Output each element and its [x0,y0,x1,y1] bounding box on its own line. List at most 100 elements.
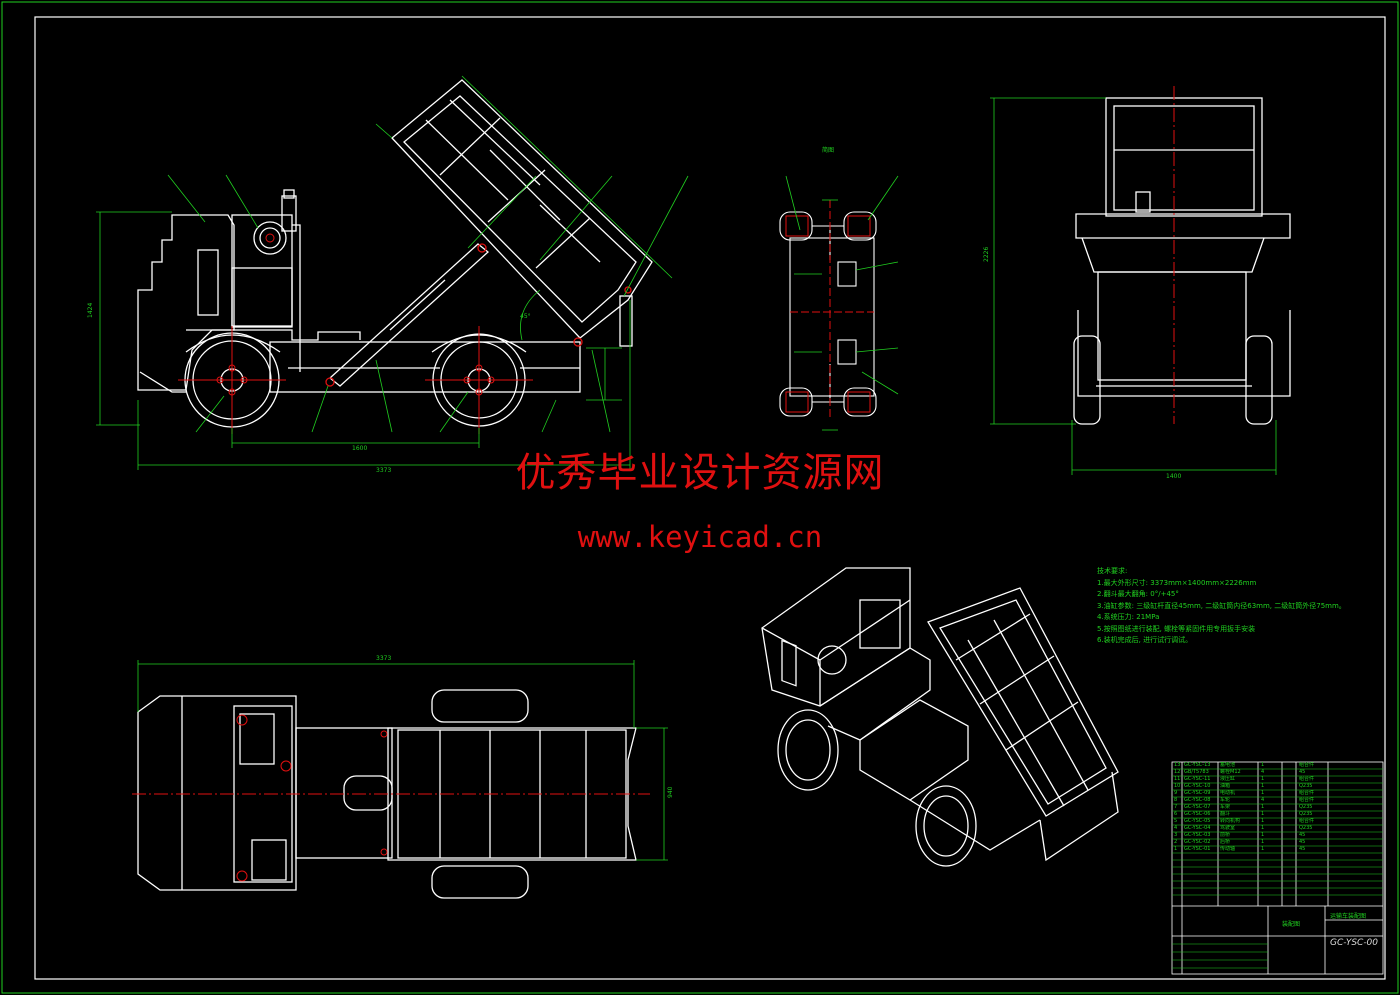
top-view-red [132,714,650,882]
dim-top-length: 3373 [376,655,391,662]
bom-cell-mat: 45 [1299,769,1306,775]
bom-cell-mat: Q235 [1299,783,1313,789]
bom-cell-qty: 4 [1261,797,1265,803]
bom-cell-code: GB/T5783 [1184,769,1209,775]
note-item: 3.油缸参数: 三级缸杆直径45mm, 二级缸筒内径63mm, 二级缸筒外径75… [1097,601,1346,610]
bom-cell-name: 电动机 [1220,790,1236,796]
dim-rear-height: 2226 [983,247,990,262]
top-view-dims [137,660,668,861]
company-name: 装配图 [1282,921,1301,928]
bom-cell-index: 9 [1174,790,1178,796]
watermark-url[interactable]: www.keyicad.cn [577,520,823,554]
bom-cell-name: 蓄电池 [1220,762,1236,768]
bom-cell-qty: 1 [1261,783,1265,789]
dim-rear-width: 1400 [1166,473,1181,480]
bom-cell-mat: 45 [1299,832,1306,838]
side-view-dimensions [96,75,689,470]
dim-overall-length: 3373 [376,467,391,474]
bom-cell-qty: 1 [1261,790,1265,796]
side-view [137,79,653,428]
bom-cell-code: GC-YSC-02 [1184,839,1211,845]
schematic-title: 简图 [822,146,834,154]
watermark-title: 优秀毕业设计资源网 [515,450,885,496]
bom-cell-mat: 组合件 [1299,818,1315,824]
rear-view-dims [990,97,1277,475]
bom-cell-mat: 45 [1299,846,1306,852]
note-item: 4.系统压力: 21MPa [1097,613,1160,621]
bom-cell-code: GC-YSC-03 [1184,832,1211,838]
side-view-dim-text: 1424 1600 3373 45° [87,303,531,474]
bom-cell-qty: 1 [1261,825,1265,831]
bom-cell-mat: 组合件 [1299,762,1315,768]
assembly-name: 运输车装配图 [1330,913,1367,920]
bom-cell-code: GC-YSC-09 [1184,790,1211,796]
bom-cell-index: 7 [1174,804,1178,810]
note-item: 2.翻斗最大翻角: 0°/+45° [1097,590,1179,598]
bom-cell-code: GC-YSC-04 [1184,825,1211,831]
bom-cell-index: 4 [1174,825,1178,831]
bom-row: GC-YSC-09 电动机 1 组合件 9 [1172,790,1383,797]
bom-cell-index: 3 [1174,832,1178,838]
bom-cell-qty: 1 [1261,832,1265,838]
bom-cell-qty: 1 [1261,846,1265,852]
bom-cell-index: 8 [1174,797,1178,803]
side-view-centers [178,233,533,434]
axle-schematic [779,211,877,417]
note-item: 1.最大外形尺寸: 3373mm×1400mm×2226mm [1097,578,1257,587]
bom-cell-mat: 45 [1299,839,1306,845]
bom-cell-index: 10 [1174,783,1181,789]
note-item: 5.按照图纸进行装配, 螺栓等紧固件用专用扳手安装 [1097,624,1256,633]
bom-cell-mat: Q235 [1299,811,1313,817]
bom-cell-code: GC-YSC-13 [1184,762,1211,768]
technical-requirements: 技术要求: 1.最大外形尺寸: 3373mm×1400mm×2226mm 2.翻… [1097,566,1346,647]
bom-row: GC-YSC-01 传动轴 1 45 1 [1172,846,1383,853]
bom-cell-code: GC-YSC-07 [1184,804,1211,810]
bom-cell-mat: Q235 [1299,825,1313,831]
dim-front-height: 1424 [87,303,94,318]
bom-cell-code: GC-YSC-01 [1184,846,1211,852]
bom-cell-index: 2 [1174,839,1178,845]
bom-cell-index: 6 [1174,811,1178,817]
bom-row: GC-YSC-13 蓄电池 1 组合件 13 [1172,762,1383,769]
dim-wheelbase: 1600 [352,445,367,452]
bom-row-lines [1172,768,1383,969]
bom-row: GC-YSC-08 车轮 4 组合件 8 [1172,797,1383,804]
inner-frame [34,16,1386,980]
isometric-view [761,567,1119,867]
bom-cell-name: 传动轴 [1220,846,1236,852]
bom-cell-index: 1 [1174,846,1178,852]
bom-cell-name: 车轮 [1220,797,1231,803]
bom-cell-code: GC-YSC-11 [1184,776,1211,782]
bom-cell-qty: 1 [1261,811,1265,817]
bom-cell-mat: 组合件 [1299,790,1315,796]
notes-heading: 技术要求: [1097,567,1128,575]
axle-schematic-dims [785,175,899,431]
dim-top-width: 940 [667,786,674,798]
bom-cell-name: 驾驶室 [1220,825,1236,831]
bom-cell-code: GC-YSC-08 [1184,797,1211,803]
bom-cell-qty: 1 [1261,804,1265,810]
bom-cell-name: 翻斗 [1220,811,1231,817]
bom-row: GC-YSC-04 驾驶室 1 Q235 4 [1172,825,1383,832]
bom-cell-mat: 组合件 [1299,797,1315,803]
bom-cell-code: GC-YSC-10 [1184,783,1211,789]
bom-cell-index: 13 [1174,762,1181,768]
bom-cell-qty: 1 [1261,776,1265,782]
bom-cell-qty: 1 [1261,818,1265,824]
bom-cell-name: 油箱 [1220,783,1231,789]
bom-cell-index: 5 [1174,818,1178,824]
bom-cell-code: GC-YSC-05 [1184,818,1211,824]
bom-cell-qty: 1 [1261,762,1265,768]
bom-cell-name: 螺栓M12 [1220,769,1241,775]
rear-view [1073,97,1291,425]
